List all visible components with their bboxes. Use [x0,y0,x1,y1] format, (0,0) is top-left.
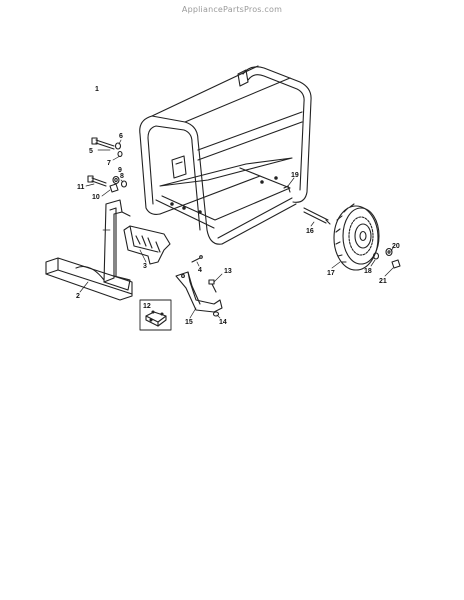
lockwasher-7 [117,150,123,158]
callout-6: 6 [119,133,123,140]
washer-8 [120,180,128,188]
leg-bracket-1 [103,199,131,291]
leader-lines [79,139,394,319]
callout-8: 8 [120,173,124,180]
watermark-text: AppliancePartsPros.com [181,5,283,14]
washer-20 [385,247,393,257]
callout-3: 3 [143,263,147,270]
callout-21: 21 [379,278,387,285]
callout-12: 12 [143,303,151,310]
axle-16 [303,207,331,225]
washer-18 [372,252,380,260]
callout-2: 2 [76,293,80,300]
pin-4 [191,255,203,263]
callout-14: 14 [219,319,227,326]
callout-19: 19 [291,172,299,179]
callout-10: 10 [92,194,100,201]
callout-16: 16 [306,228,314,235]
hardware-kit-12 [139,299,172,331]
bolt-13 [208,279,217,293]
foot-2 [45,257,133,301]
callout-5: 5 [89,148,93,155]
nut-10 [109,183,119,193]
wheel-17 [333,203,380,271]
nut-21 [391,259,401,269]
support-brace-3 [123,225,171,265]
front-foot-15 [175,271,223,313]
washer-6 [114,142,122,150]
nut-14 [212,311,220,317]
bolt-11 [87,175,107,187]
callout-9: 9 [118,167,122,174]
bolt-5 [91,137,115,150]
callout-7: 7 [107,160,111,167]
callout-11: 11 [77,184,85,191]
washer-9 [112,175,120,185]
callout-13: 13 [224,268,232,275]
callout-20: 20 [392,243,400,250]
callout-1: 1 [95,86,99,93]
callout-4: 4 [198,267,202,274]
callout-17: 17 [327,270,335,277]
callout-labels: 1 2 3 4 5 6 7 8 9 10 11 12 13 14 15 16 1… [76,86,400,326]
callout-18: 18 [364,268,372,275]
generator-frame [139,65,312,245]
callout-15: 15 [185,319,193,326]
